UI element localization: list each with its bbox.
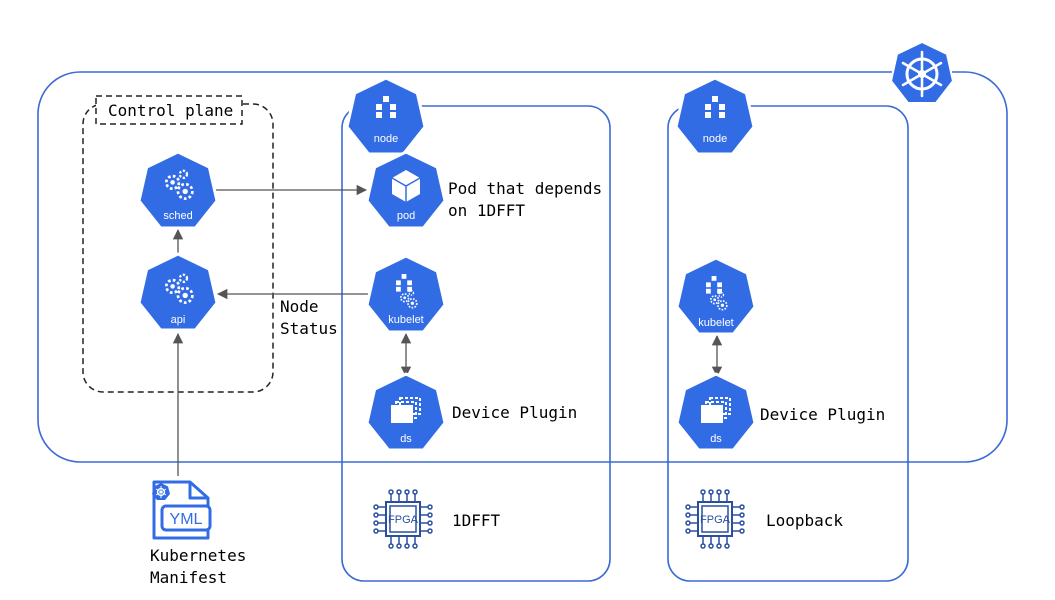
device-plugin-caption-node2: Device Plugin <box>760 405 885 424</box>
ds1-label: ds <box>400 433 412 445</box>
fpga1-chip-label: FPGA <box>388 514 419 526</box>
fpga-chip-icon: FPGA <box>373 489 433 549</box>
node-icon: node <box>345 76 427 156</box>
pod-cube-icon: pod <box>365 150 447 230</box>
kubernetes-helm-icon <box>889 40 955 104</box>
manifest-caption-line1: Kubernetes <box>150 546 246 565</box>
manifest-file-label: YML <box>170 511 203 528</box>
node-status-line1: Node <box>280 297 319 316</box>
pod-caption-line1: Pod that depends <box>448 179 602 198</box>
node1-boundary <box>341 105 611 582</box>
cluster-boundary <box>37 71 1008 463</box>
yaml-file-icon: YML <box>152 480 212 540</box>
fpga1-caption: 1DFFT <box>452 511 501 530</box>
node1-label: node <box>374 133 398 145</box>
api-server-icon: api <box>137 252 219 332</box>
control-plane-title-box <box>95 95 243 125</box>
kubelet-icon: kubelet <box>675 256 757 336</box>
node2-label: node <box>703 133 727 145</box>
daemonset-icon: ds <box>365 372 447 452</box>
node2-boundary <box>667 105 909 582</box>
ds2-label: ds <box>710 433 722 445</box>
sched-label: sched <box>163 210 192 222</box>
node-icon: node <box>674 76 756 156</box>
scheduler-icon: sched <box>137 150 219 230</box>
kubelet1-label: kubelet <box>388 314 423 326</box>
node-status-line2: Status <box>280 319 338 338</box>
daemonset-icon: ds <box>675 372 757 452</box>
kubelet2-label: kubelet <box>698 317 733 329</box>
kubelet-icon: kubelet <box>365 254 447 334</box>
device-plugin-caption-node1: Device Plugin <box>452 403 577 422</box>
manifest-caption-line2: Manifest <box>150 568 227 587</box>
pod-label: pod <box>397 210 415 222</box>
fpga-chip-icon: FPGA <box>685 489 745 549</box>
api-label: api <box>171 314 186 326</box>
fpga2-caption: Loopback <box>766 511 843 530</box>
fpga2-chip-label: FPGA <box>700 514 731 526</box>
control-plane-title: Control plane <box>108 101 233 120</box>
pod-caption-line2: on 1DFFT <box>448 201 525 220</box>
